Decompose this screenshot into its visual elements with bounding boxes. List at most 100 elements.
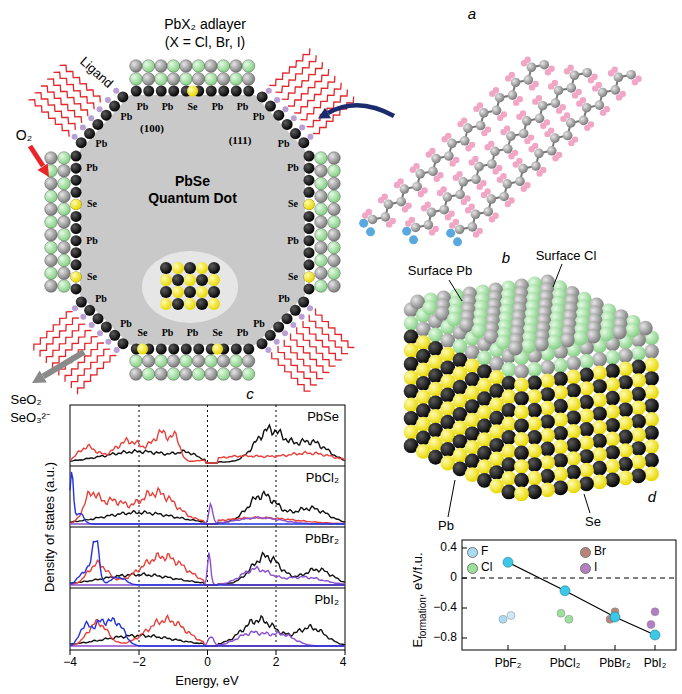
slab-atom: [618, 430, 633, 445]
adlayer-atom: [58, 190, 71, 203]
c-atom: [579, 116, 589, 126]
adlayer-atom: [192, 355, 205, 368]
slab-atom: [579, 476, 594, 491]
h-atom: [477, 184, 483, 190]
slab-atom: [579, 368, 594, 383]
adlayer-atom: [242, 73, 255, 86]
pb-atom: [76, 137, 87, 148]
adlayer-atom: [315, 241, 328, 254]
slab-atom: [592, 474, 607, 489]
slab-atom: [514, 473, 529, 488]
o-atom: [446, 229, 455, 238]
slab-atom: [592, 434, 607, 449]
slab-atom: [605, 350, 620, 365]
ligand-head: [291, 115, 297, 121]
slab-atom: [605, 377, 620, 392]
slab-atom: [514, 405, 529, 420]
adlayer-atom: [58, 152, 71, 165]
atom-label: Pb: [278, 139, 290, 151]
pb-atom: [101, 110, 112, 121]
h-atom: [394, 182, 400, 188]
legend-label: Cl: [481, 561, 492, 575]
slab-atom: [605, 364, 620, 379]
slab-atom: [501, 444, 516, 459]
adlayer-atom: [217, 60, 230, 73]
surface-atom: [599, 327, 614, 342]
c-atom: [495, 93, 505, 103]
h-atom: [532, 98, 538, 104]
c-atom: [518, 164, 528, 174]
leader-lines: [448, 264, 590, 517]
pb-atom: [256, 338, 267, 349]
adlayer-atom: [328, 190, 341, 203]
h-atom: [529, 84, 535, 90]
h-atom: [497, 115, 503, 121]
h-atom: [548, 83, 554, 89]
pb-atom: [117, 91, 128, 102]
slab-atom: [566, 356, 581, 371]
atom-label: Se: [188, 101, 198, 113]
pb-atom: [304, 151, 315, 162]
pb-atom: [281, 313, 292, 324]
adlayer-atom: [230, 60, 243, 73]
c-atom: [614, 72, 624, 82]
dos-curve: [70, 488, 345, 524]
species-label: SeO₃²⁻: [10, 411, 50, 426]
pb-atom: [304, 175, 315, 186]
callout-label: Surface Pb: [408, 264, 472, 279]
o-atom: [366, 227, 375, 236]
ligand-head: [299, 314, 305, 320]
h-atom: [500, 129, 506, 135]
h-atom: [521, 186, 527, 192]
h-atom: [469, 159, 475, 165]
pb-atom: [265, 101, 276, 112]
adlayer-atom: [45, 280, 58, 293]
slab-atom: [527, 403, 542, 418]
slab-atom: [566, 397, 581, 412]
slab-atom: [501, 430, 516, 445]
slab-atom: [553, 412, 568, 427]
slab-atom: [631, 455, 646, 470]
se-atom: [304, 271, 315, 282]
c-atom: [439, 205, 449, 215]
pb-atom: [156, 344, 167, 355]
lattice-atom: [196, 298, 208, 310]
adlayer-atom: [217, 368, 230, 381]
h-atom: [600, 109, 606, 115]
atom-label: Pb: [212, 101, 224, 113]
ligand-head: [80, 125, 86, 131]
adlayer-atom: [315, 152, 328, 165]
pb-atom: [71, 235, 82, 246]
slab-atom: [527, 484, 542, 499]
adlayer-atom: [58, 254, 71, 267]
data-point: [499, 615, 507, 623]
c-atom: [566, 118, 576, 128]
h-atom: [505, 201, 511, 207]
c-atom: [458, 177, 468, 187]
lattice: [160, 262, 220, 310]
h-atom: [584, 125, 590, 131]
slab-atom: [501, 362, 516, 377]
pb-atom: [71, 151, 82, 162]
adlayer-atom: [315, 203, 328, 216]
atom-label: Pb: [86, 162, 98, 174]
c-atom: [519, 129, 529, 139]
atom-label: Pb: [237, 327, 249, 339]
h-atom: [545, 69, 551, 75]
slab-atom: [553, 426, 568, 441]
h-atom: [378, 197, 384, 203]
slab-atom: [618, 402, 633, 417]
slab-atom: [566, 465, 581, 480]
slab-atom: [553, 467, 568, 482]
adlayer-atom: [315, 254, 328, 267]
o-atom: [359, 219, 368, 228]
h-atom: [513, 161, 519, 167]
adlayer-atom: [315, 267, 328, 280]
ligand-head: [274, 97, 280, 103]
pb-atom: [71, 283, 82, 294]
h-atom: [568, 140, 574, 146]
tick-label: 0: [204, 656, 211, 670]
h-atom: [421, 205, 427, 211]
atom-label: Pb: [95, 293, 107, 305]
panel-letter: b: [502, 249, 510, 266]
